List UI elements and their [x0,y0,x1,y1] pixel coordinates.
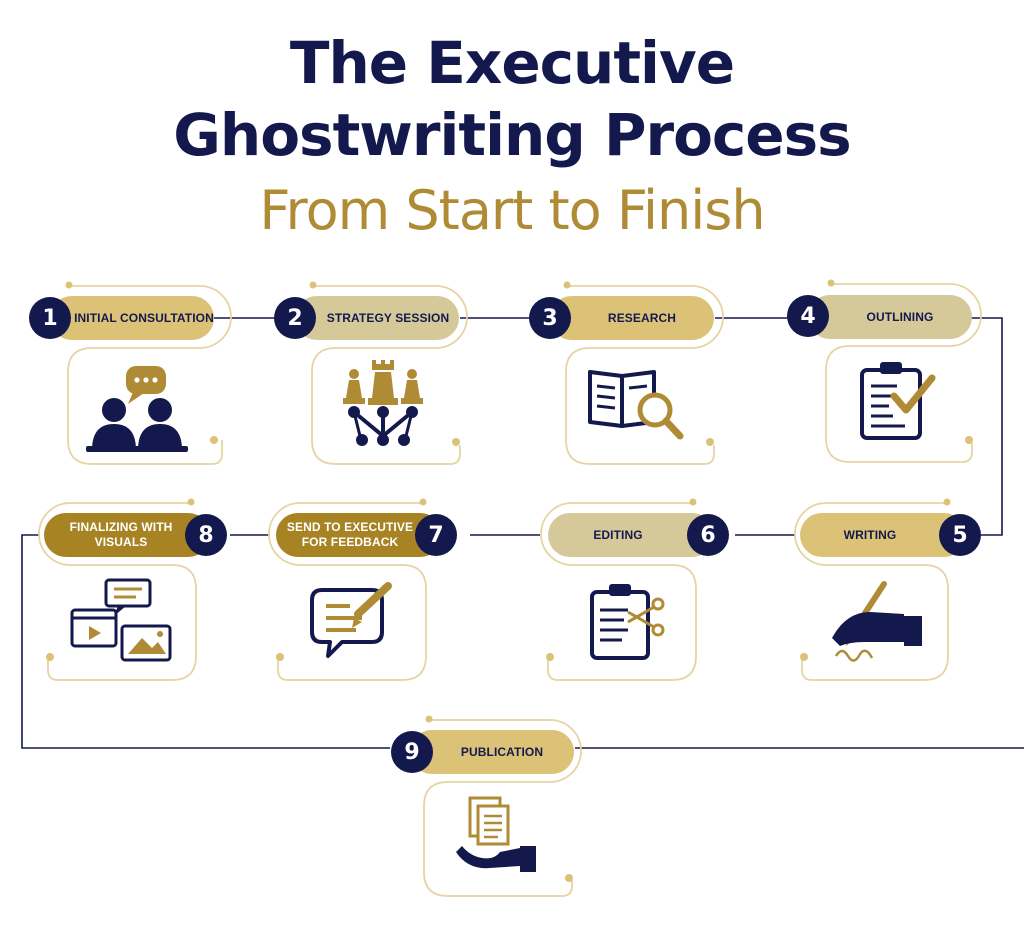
step-1-label: INITIAL CONSULTATION [74,310,214,325]
step-3-label: RESEARCH [607,310,677,325]
visuals-media-icon [70,578,172,662]
step-7-number-circle [415,514,457,556]
step-1-number: 1 [42,305,58,331]
step-2-number-circle [274,297,316,339]
step-9-number-circle [391,731,433,773]
connector-4-5 [970,317,1003,536]
step-9-label: PUBLICATION [460,744,544,759]
step-3-pill [550,296,714,340]
step-3-frame [565,285,724,465]
step-1-frame [67,285,232,465]
connector-8-9 [21,534,390,749]
step-7-pill [276,513,442,557]
page-subtitle: From Start to Finish [259,179,765,242]
step-pills [44,295,972,774]
step-5-label: WRITING [843,527,897,542]
step-frames [38,279,982,897]
step-9-number: 9 [404,739,420,765]
step-5-frame [794,502,949,681]
step-5-pill [800,513,966,557]
clipboard-scissors-icon [590,584,665,660]
step-number-circles [29,295,981,773]
feedback-chat-icon [310,582,392,658]
step-6-number-circle [687,514,729,556]
step-3-number-circle [529,297,571,339]
step-4-pill [808,295,972,339]
step-6-frame [540,502,697,681]
strategy-chess-icon [343,360,423,446]
step-8-pill [44,513,210,557]
step-4-frame [825,283,982,463]
step-2-number: 2 [287,305,303,331]
step-6-label: EDITING [593,527,643,542]
step-8-label: FINALIZING WITH VISUALS [69,520,173,549]
research-book-icon [588,370,684,440]
step-1-number-circle [29,297,71,339]
step-4-number-circle [787,295,829,337]
step-2-pill [295,296,459,340]
step-7-number: 7 [428,522,444,548]
step-6-number: 6 [700,522,716,548]
page-title-line1: The Executive [289,29,735,97]
writing-hand-icon [832,581,922,662]
publication-hand-icon [456,796,536,872]
step-5-number-circle [939,514,981,556]
page-title-line2: Ghostwriting Process [173,101,851,169]
step-5-number: 5 [952,522,968,548]
clipboard-check-icon [860,362,936,440]
consultation-icon [86,366,188,452]
step-4-number: 4 [800,303,816,329]
connector-lines [21,317,1024,749]
step-2-label: STRATEGY SESSION [326,310,450,325]
step-9-pill [410,730,574,774]
step-7-label: SEND TO EXECUTIVE FOR FEEDBACK [286,520,414,549]
step-6-pill [548,513,714,557]
step-9-frame [423,719,582,897]
step-8-number: 8 [198,522,214,548]
step-8-number-circle [185,514,227,556]
step-3-number: 3 [542,305,558,331]
step-4-label: OUTLINING [866,309,934,324]
step-2-frame [311,285,468,465]
step-7-frame [268,502,427,681]
step-1-pill [50,296,214,340]
step-8-frame [38,502,197,681]
